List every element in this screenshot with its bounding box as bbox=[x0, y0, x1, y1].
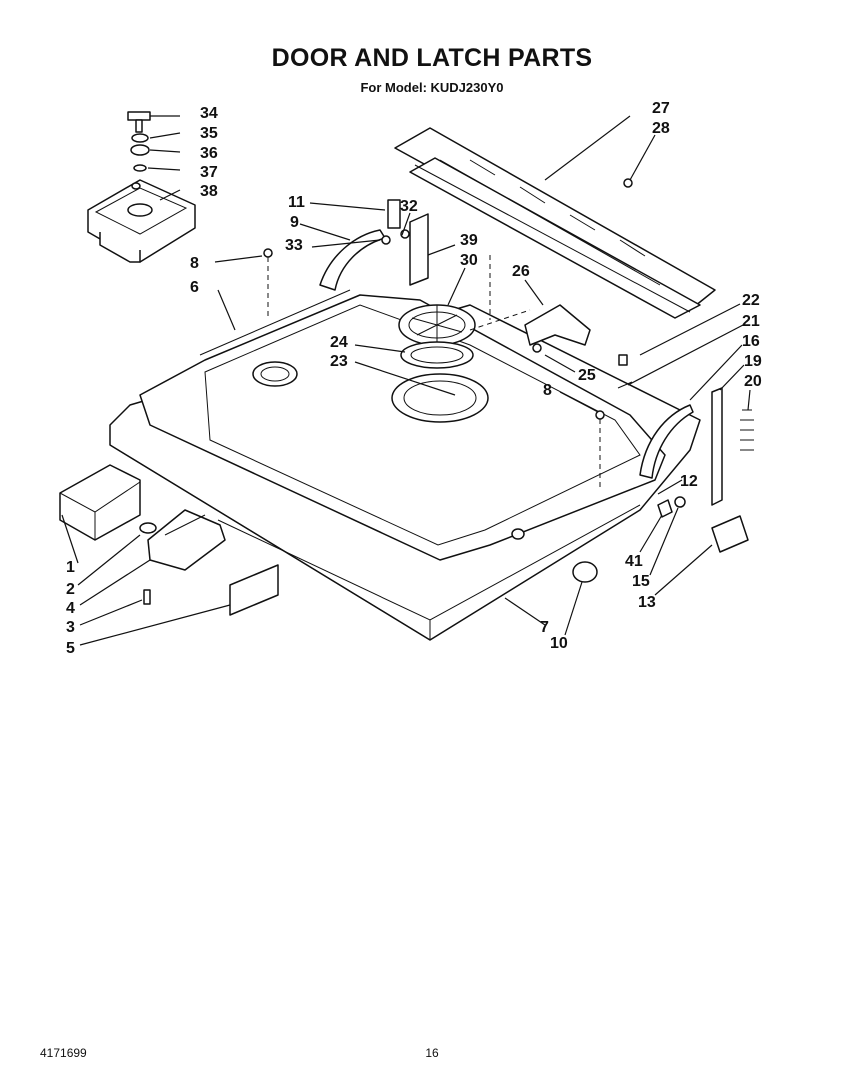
model-subtitle: For Model: KUDJ230Y0 bbox=[360, 80, 504, 95]
callout-8b: 8 bbox=[543, 382, 552, 399]
right-hinge-parts bbox=[617, 354, 754, 506]
callout-9: 9 bbox=[290, 214, 299, 231]
dispenser-wheel bbox=[398, 304, 476, 369]
callout-6: 6 bbox=[190, 279, 199, 296]
lower-right-bracket bbox=[657, 496, 749, 553]
callout-24: 24 bbox=[330, 334, 348, 351]
callout-38: 38 bbox=[200, 183, 218, 200]
door-knob bbox=[511, 528, 598, 583]
leader-lines bbox=[61, 115, 751, 646]
callout-23: 23 bbox=[330, 353, 348, 370]
callout-20: 20 bbox=[744, 373, 762, 390]
callout-39: 39 bbox=[460, 232, 478, 249]
callout-21: 21 bbox=[742, 313, 760, 330]
left-latch-assembly bbox=[59, 464, 279, 616]
hinge-parts bbox=[319, 199, 429, 291]
latch-bracket bbox=[524, 304, 591, 353]
callout-10: 10 bbox=[550, 635, 568, 652]
door-liner bbox=[139, 289, 666, 561]
callout-41: 41 bbox=[625, 553, 643, 570]
page-title: DOOR AND LATCH PARTS bbox=[271, 44, 593, 72]
vent-hole bbox=[252, 361, 298, 387]
callout-13: 13 bbox=[638, 594, 656, 611]
callout-32: 32 bbox=[400, 198, 418, 215]
callout-30: 30 bbox=[460, 252, 478, 269]
callout-36: 36 bbox=[200, 145, 218, 162]
callout-5: 5 bbox=[66, 640, 75, 657]
page-number: 16 bbox=[425, 1046, 439, 1060]
callout-15: 15 bbox=[632, 573, 650, 590]
top-trim-strip bbox=[394, 127, 716, 319]
callout-35: 35 bbox=[200, 125, 218, 142]
callout-27: 27 bbox=[652, 100, 670, 117]
callout-34: 34 bbox=[200, 105, 218, 122]
callout-labels: 34 35 36 37 38 27 28 11 32 9 39 33 30 8 … bbox=[66, 100, 762, 657]
callout-33: 33 bbox=[285, 237, 303, 254]
document-number: 4171699 bbox=[40, 1046, 87, 1060]
callout-12: 12 bbox=[680, 473, 698, 490]
callout-22: 22 bbox=[742, 292, 760, 309]
callout-16: 16 bbox=[742, 333, 760, 350]
callout-7: 7 bbox=[540, 619, 549, 636]
callout-1: 1 bbox=[66, 559, 75, 576]
callout-26: 26 bbox=[512, 263, 530, 280]
callout-3: 3 bbox=[66, 619, 75, 636]
callout-2: 2 bbox=[66, 581, 75, 598]
vent-assembly bbox=[87, 111, 196, 263]
callout-19: 19 bbox=[744, 353, 762, 370]
callout-8a: 8 bbox=[190, 255, 199, 272]
callout-25: 25 bbox=[578, 367, 596, 384]
callout-4: 4 bbox=[66, 600, 75, 617]
screws bbox=[263, 178, 633, 490]
dispenser-recess bbox=[391, 373, 489, 423]
callout-37: 37 bbox=[200, 164, 218, 181]
callout-11: 11 bbox=[288, 194, 305, 211]
callout-28: 28 bbox=[652, 120, 670, 137]
